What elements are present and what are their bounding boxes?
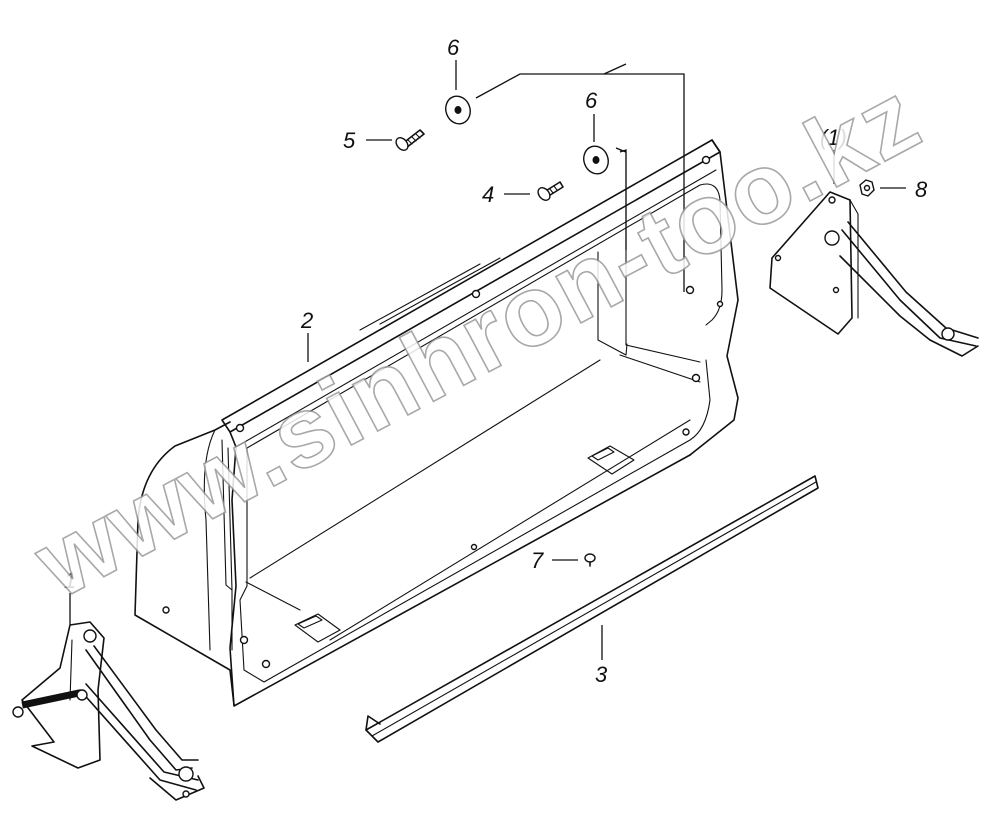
callout-labels: 6 6 5 4 2 1 (1) 8 7 3	[64, 35, 928, 687]
screw-4	[537, 181, 564, 201]
callout-7: 7	[531, 548, 544, 573]
leader-lines	[69, 60, 906, 660]
washer-6-b	[583, 145, 609, 175]
washer-6-a	[445, 95, 471, 125]
screw-5	[395, 129, 425, 151]
callout-2: 2	[300, 308, 313, 333]
hinge-spring	[12, 689, 88, 718]
nut-8	[859, 179, 875, 197]
callout-5: 5	[343, 128, 356, 153]
callout-6-a: 6	[447, 35, 460, 60]
callout-8: 8	[915, 177, 928, 202]
rivet-7	[584, 553, 596, 567]
hinge-left	[12, 621, 205, 801]
watermark: www.sinhron-too.kz	[17, 59, 938, 619]
trim-strip	[365, 475, 819, 743]
hinge-right	[769, 191, 979, 357]
callout-3: 3	[595, 662, 608, 687]
callout-1-reference: (1)	[820, 125, 847, 150]
callout-4: 4	[482, 182, 494, 207]
callout-6-b: 6	[585, 88, 598, 113]
callout-1: 1	[64, 568, 76, 593]
